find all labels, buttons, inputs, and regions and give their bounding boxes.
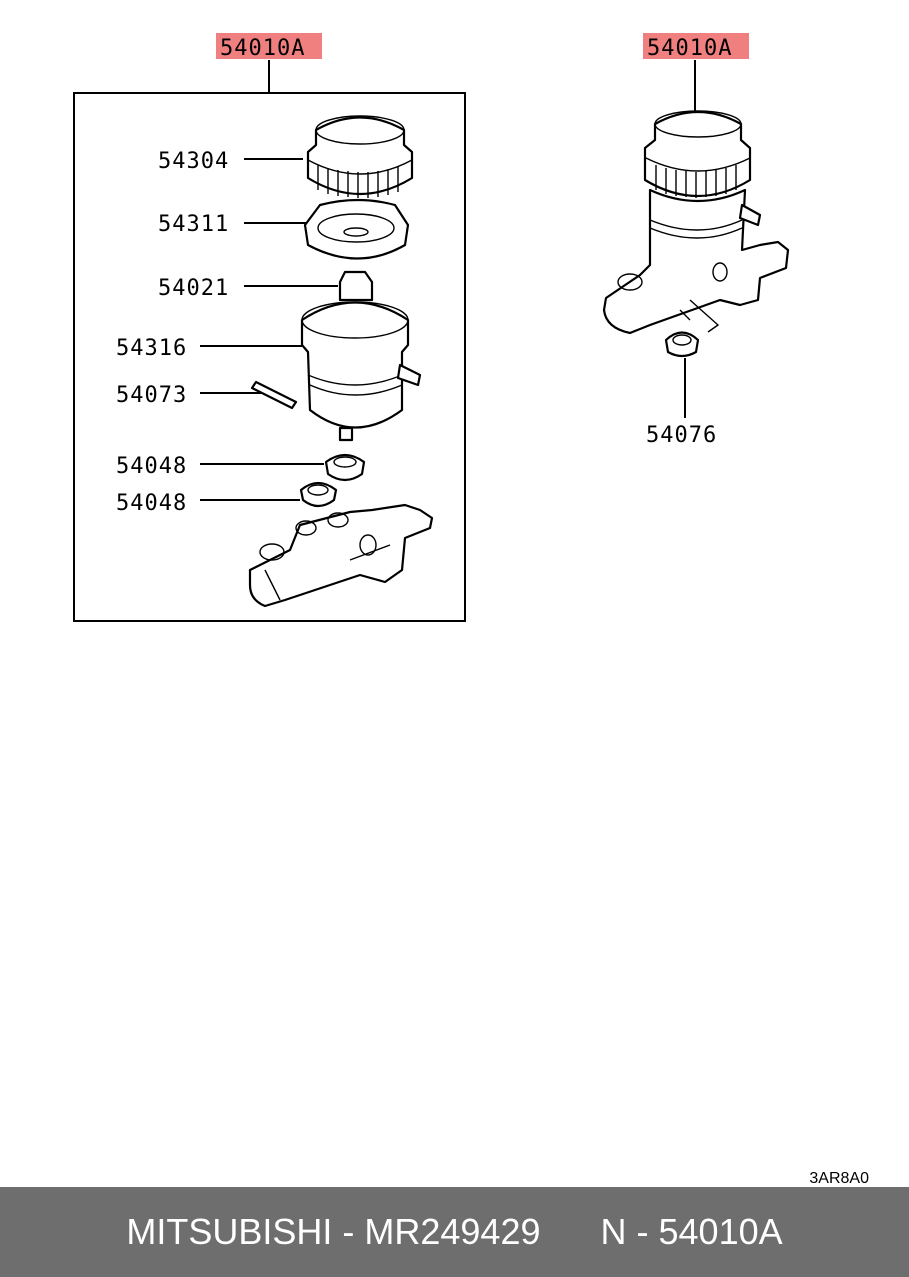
callout-54048-lower[interactable]: 54048 [116,491,187,516]
footer-ref: N - 54010A [600,1211,783,1252]
callout-54304[interactable]: 54304 [158,149,229,174]
diaphragm [303,198,410,260]
callout-54316[interactable]: 54316 [116,336,187,361]
callout-54311[interactable]: 54311 [158,212,229,237]
footer-bar: MITSUBISHI - MR249429 N - 54010A [0,1187,909,1277]
grommet-upper [324,453,366,482]
callout-54048-upper[interactable]: 54048 [116,454,187,479]
main-part-label-right[interactable]: 54010A [647,36,732,61]
grommet-lower [299,481,338,508]
main-part-label-left[interactable]: 54010A [220,36,305,61]
reservoir-pin [250,380,298,410]
diagram-code: 3AR8A0 [809,1170,869,1187]
callout-54076[interactable]: 54076 [646,423,717,448]
main-label-highlight-left [216,33,322,59]
footer-gap [541,1211,601,1253]
reservoir-cap [306,115,414,198]
exploded-view-frame [73,92,466,622]
strainer [338,270,374,302]
parts-diagram: 54010A 54304 54311 54021 54316 54073 540… [73,33,790,622]
footer-brand: MITSUBISHI [126,1211,333,1252]
check-valve [664,331,700,358]
main-label-highlight-right [643,33,749,59]
footer-separator: - [332,1211,365,1252]
master-cylinder-body [248,503,434,608]
callout-54073[interactable]: 54073 [116,383,187,408]
reservoir-tank [300,301,422,442]
callout-54021[interactable]: 54021 [158,276,229,301]
assembled-master-cylinder [602,110,790,335]
footer-part-number: MR249429 [364,1211,541,1252]
